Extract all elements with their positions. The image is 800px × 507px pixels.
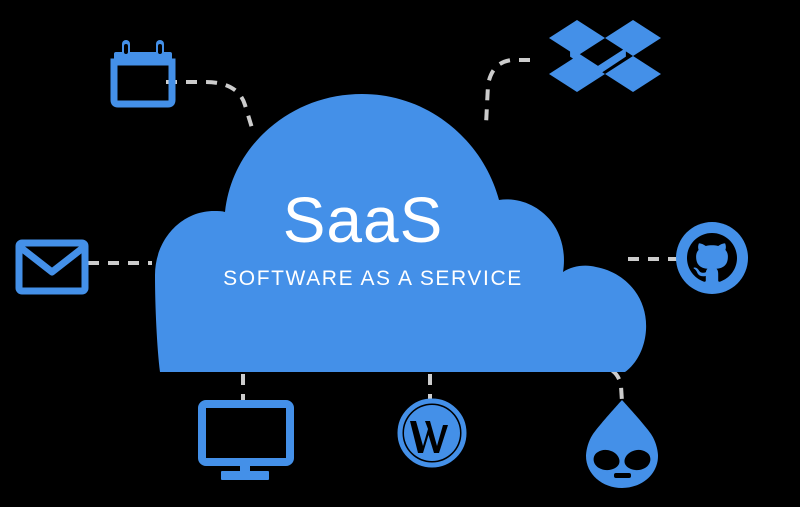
wordpress-w-glyph [410, 421, 448, 453]
cloud-group: SaaS SOFTWARE AS A SERVICE [155, 94, 647, 372]
connector-drupal [573, 365, 624, 403]
calendar-body [110, 58, 176, 108]
github-octocat-glyph [687, 233, 737, 282]
envelope-body [15, 239, 89, 295]
dropbox-icon[interactable] [549, 20, 661, 92]
monitor-screen [198, 400, 294, 466]
dropbox-icon-inner [570, 47, 626, 76]
monitor-base [221, 471, 269, 480]
drupal-icon[interactable] [586, 400, 658, 488]
wordpress-outer-ring [397, 398, 467, 468]
monitor-neck [240, 462, 250, 473]
connector-calendar [166, 80, 254, 129]
monitor-icon[interactable] [198, 400, 294, 480]
connector-dropbox [484, 58, 530, 126]
github-icon[interactable] [676, 222, 748, 294]
wordpress-icon[interactable] [397, 398, 467, 468]
envelope-icon[interactable] [15, 239, 89, 295]
dropbox-diamond-top [549, 20, 605, 56]
envelope-flap [16, 243, 88, 276]
calendar-ring-right-hole [158, 44, 162, 54]
dropbox-diamond-bottom-right [605, 56, 661, 92]
calendar-icon[interactable] [110, 40, 176, 108]
dropbox-diamond-top-right [605, 20, 661, 56]
drupal-eye-right [624, 449, 651, 471]
cloud-subtitle: SOFTWARE AS A SERVICE [223, 267, 523, 290]
dropbox-lower-fold [570, 47, 626, 76]
cloud-shape [155, 94, 647, 372]
calendar-ring-left-hole [124, 44, 128, 54]
drupal-mouth [614, 473, 631, 478]
drupal-eye-left [593, 449, 620, 471]
cloud-title: SaaS [283, 184, 444, 256]
github-circle [676, 222, 748, 294]
